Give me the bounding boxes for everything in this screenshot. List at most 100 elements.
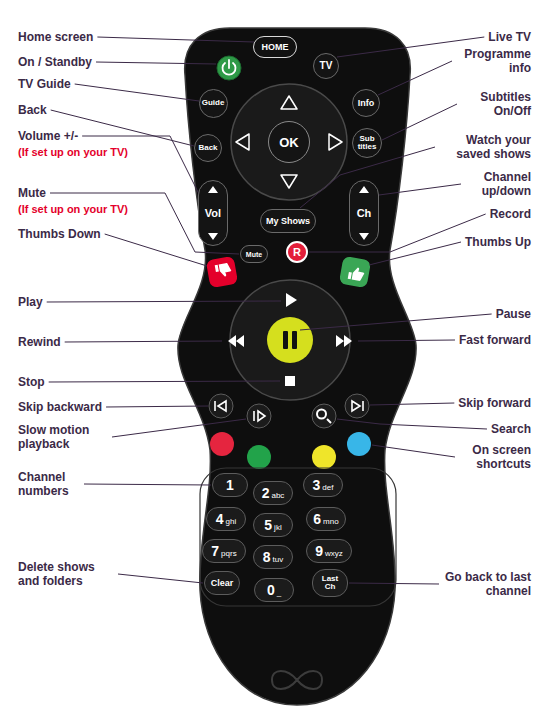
- remote-button: 6mno: [306, 507, 346, 531]
- callout-label: Skip forward: [458, 396, 531, 410]
- callout-label: On screen shortcuts: [459, 443, 531, 471]
- leader-line: [337, 419, 487, 429]
- playback-ring: [230, 280, 350, 400]
- leader-line: [349, 583, 439, 584]
- button-label: Info: [358, 99, 375, 108]
- remote-button: 7pqrs: [202, 539, 246, 563]
- callout-label: Rewind: [18, 335, 61, 349]
- rocker-arrow: [208, 186, 218, 240]
- button-label: OK: [279, 136, 299, 149]
- leader-line: [118, 574, 203, 583]
- leader-line: [382, 104, 457, 140]
- leader-line: [84, 484, 211, 485]
- leader-line: [379, 184, 461, 195]
- remote-button: R: [286, 241, 308, 263]
- blue-shortcut: [347, 432, 371, 456]
- green-shortcut: [247, 445, 271, 469]
- button-label: HOME: [262, 43, 289, 52]
- leader-line: [97, 37, 254, 42]
- button-letters: _: [277, 589, 281, 597]
- skip-forward-icon: [352, 401, 363, 411]
- leader-line: [47, 301, 281, 302]
- callout-label: Thumbs Down: [18, 227, 101, 241]
- search-button: [312, 404, 336, 428]
- leader-line: [75, 84, 199, 101]
- skip-forward-button: [345, 394, 369, 418]
- yellow-shortcut: [312, 445, 336, 469]
- rocker-arrow: [359, 186, 369, 240]
- remote-button: Sub titles: [352, 128, 382, 158]
- button-letters: ghi: [226, 518, 237, 526]
- thumbs-up-button: [339, 256, 371, 288]
- power-icon: [223, 60, 236, 75]
- logo: [272, 671, 322, 689]
- leader-line: [106, 406, 208, 407]
- leader-line: [82, 136, 199, 194]
- remote-button: 4ghi: [206, 507, 246, 531]
- leader-line: [337, 37, 484, 57]
- button-label: 7: [211, 544, 219, 558]
- button-label: 8: [263, 550, 271, 564]
- callout-label: TV Guide: [18, 77, 71, 91]
- remote-button: 1: [212, 473, 248, 497]
- skip-back-icon: [215, 401, 226, 411]
- dpad-arrows: [236, 96, 342, 188]
- callout-label: Watch your saved shows: [439, 133, 531, 161]
- skip-back-button: [209, 394, 233, 418]
- button-label: 5: [264, 518, 272, 532]
- remote-button: HOME: [253, 36, 297, 58]
- remote-button: Back: [194, 134, 222, 162]
- remote-button: Guide: [199, 89, 228, 118]
- remote-button: TV: [313, 53, 339, 79]
- stop-icon: [285, 376, 295, 386]
- remote-button: Ch: [349, 180, 379, 246]
- callout-label: Volume +/-: [18, 129, 78, 143]
- callout-label: Fast forward: [459, 333, 531, 347]
- leader-line: [65, 341, 222, 342]
- leader-line: [112, 419, 246, 437]
- button-label: Sub titles: [358, 135, 377, 152]
- callout-label: Slow motion playback: [18, 423, 108, 451]
- leader-line: [49, 381, 280, 382]
- dpad-ring: [231, 84, 347, 200]
- leader-line: [105, 234, 207, 266]
- leader-line: [358, 340, 455, 341]
- remote-button: 0_: [254, 578, 294, 602]
- leader-line: [378, 61, 452, 95]
- button-label: My Shows: [266, 217, 310, 226]
- button-label: Last Ch: [322, 575, 338, 592]
- remote-button: 8tuv: [253, 545, 293, 569]
- remote-button: Clear: [204, 571, 240, 595]
- button-letters: wxyz: [325, 550, 343, 558]
- remote-button: Vol: [198, 180, 228, 246]
- callout-label: Home screen: [18, 30, 93, 44]
- button-label: 1: [226, 478, 234, 492]
- button-label: 0: [267, 583, 275, 597]
- button-label: 2: [262, 486, 270, 500]
- leader-line: [372, 445, 455, 457]
- remote-button: 5jkl: [253, 513, 293, 537]
- leader-line: [309, 214, 486, 252]
- callout-label: Go back to last channel: [443, 570, 531, 598]
- callout-label: Subtitles On/Off: [461, 90, 531, 118]
- button-label: Mute: [246, 251, 262, 258]
- button-label: TV: [320, 61, 333, 71]
- callout-label: Channel up/down: [465, 170, 531, 198]
- callout-label: Channel numbers: [18, 470, 80, 498]
- button-label: Clear: [211, 579, 234, 588]
- remote-body: [178, 28, 416, 705]
- button-label: 6: [313, 512, 321, 526]
- callout-label: Live TV: [488, 30, 531, 44]
- button-letters: mno: [323, 518, 339, 526]
- leader-line: [370, 403, 454, 405]
- callout-label: Mute: [18, 186, 46, 200]
- remote-button: 9wxyz: [306, 539, 352, 563]
- callout-label: Back: [18, 103, 47, 117]
- button-label: Ch: [357, 208, 372, 219]
- fastforward-icon: [336, 335, 352, 347]
- callout-label: Pause: [496, 307, 531, 321]
- button-label: Vol: [205, 208, 221, 219]
- rewind-icon: [228, 335, 244, 347]
